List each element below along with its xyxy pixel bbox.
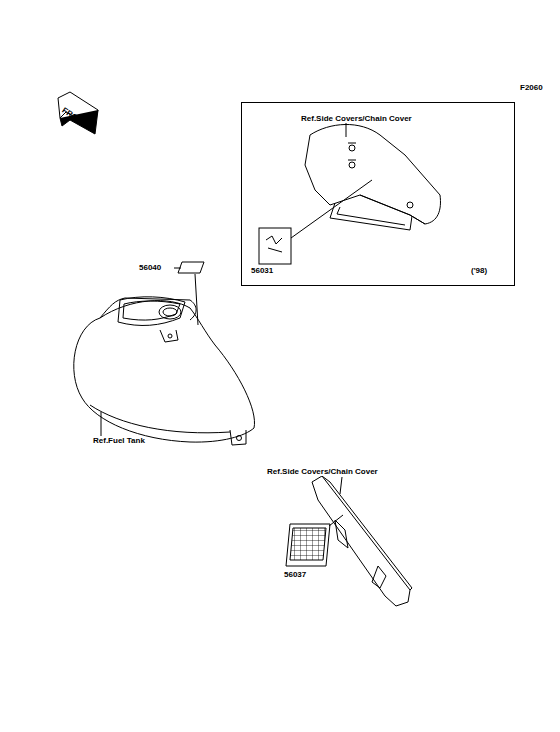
callout-number: 56037 — [283, 571, 307, 579]
decal-56031 — [259, 228, 291, 264]
inset-box: Ref.Side Covers/Chain Cover 56031 ('98) — [241, 102, 515, 286]
callout-number: 56040 — [138, 264, 162, 272]
part-label: Ref.Fuel Tank — [92, 437, 146, 445]
callout-number: 56031 — [250, 267, 274, 275]
decal-56040 — [178, 262, 204, 273]
fuel-tank — [74, 297, 255, 445]
part-label: F2060 — [519, 84, 544, 92]
part-label: Ref.Side Covers/Chain Cover — [266, 468, 379, 476]
reference-label: Ref.Side Covers/Chain Cover — [300, 115, 413, 123]
callout-number: ('98) — [470, 267, 488, 275]
chain-cover-98 — [305, 124, 440, 230]
decal-56037 — [286, 524, 330, 566]
front-arrow-icon — [58, 92, 98, 134]
